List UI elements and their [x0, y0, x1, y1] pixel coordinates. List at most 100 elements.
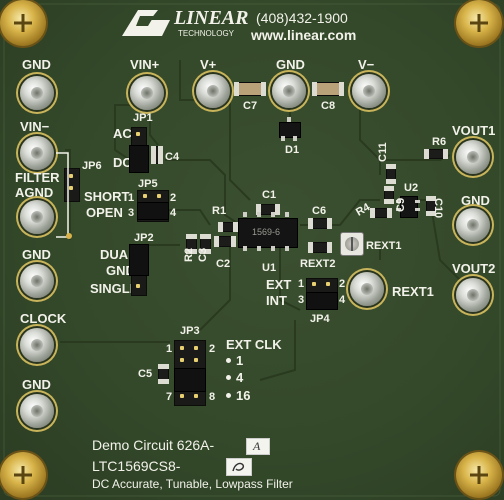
label-c11: C11 [377, 142, 389, 162]
diode-d1 [279, 122, 301, 138]
footer-revision-mark: A [253, 439, 261, 453]
label-c5: C5 [138, 368, 153, 380]
label-c6: C6 [312, 205, 327, 217]
label-jp3: JP3 [180, 325, 200, 337]
capacitor-c6 [308, 218, 332, 229]
label-jp3-pin2: 2 [209, 343, 216, 355]
testpoint-vin-minus[interactable] [20, 136, 54, 170]
testpoint-clock[interactable] [20, 328, 54, 362]
footer-demo-circuit: Demo Circuit 626A- [92, 437, 215, 453]
linear-logo-icon [122, 10, 170, 36]
label-div-16: 16 [236, 388, 251, 403]
handwritten-mark-icon [232, 462, 245, 472]
label-gnd-top: GND [276, 57, 305, 72]
mount-screw-bottom-right-icon [456, 452, 502, 498]
label-agnd: AGND [15, 185, 54, 200]
label-d1: D1 [285, 144, 300, 156]
label-int: INT [266, 293, 287, 308]
capacitor-c1 [256, 204, 280, 215]
label-u1: U1 [262, 262, 277, 274]
label-vout2: VOUT2 [452, 261, 496, 276]
capacitor-c8 [312, 82, 344, 96]
label-clock: CLOCK [20, 311, 67, 326]
label-vin-plus: VIN+ [130, 57, 160, 72]
label-jp5-pin1: 1 [128, 192, 135, 204]
logo-subtext: TECHNOLOGY [178, 29, 235, 38]
label-r6: R6 [432, 136, 447, 148]
testpoint-vout2[interactable] [456, 278, 490, 312]
testpoint-vout1[interactable] [456, 140, 490, 174]
label-gnd-3: GND [22, 377, 51, 392]
jp6-bracket [56, 152, 72, 239]
footer-description: DC Accurate, Tunable, Lowpass Filter [92, 477, 293, 491]
website-url: www.linear.com [251, 27, 357, 43]
label-jp4-pin1: 1 [298, 278, 305, 290]
resistor-r1 [218, 222, 238, 232]
phone-number: (408)432-1900 [256, 10, 348, 26]
label-jp2: JP2 [134, 232, 154, 244]
testpoint-gnd-right[interactable] [456, 208, 490, 242]
label-c9: C9 [395, 197, 407, 212]
testpoint-vin-plus[interactable] [130, 76, 164, 110]
label-r1: R1 [212, 205, 227, 217]
jumper-cap-jp4[interactable] [306, 292, 338, 310]
label-c7: C7 [243, 100, 258, 112]
capacitor-c7 [234, 82, 266, 96]
label-jp6: JP6 [82, 160, 102, 172]
testpoint-gnd-top[interactable] [272, 74, 306, 108]
label-c10: C10 [432, 198, 444, 219]
chip-u1-marking: 1569-6 [252, 227, 281, 237]
label-gnd-jp2: GND [106, 263, 135, 278]
label-vin-minus: VIN− [20, 119, 50, 134]
jumper-cap-jp5[interactable] [137, 202, 169, 220]
label-jp4-pin4: 4 [339, 294, 346, 306]
label-v-plus: V+ [200, 57, 217, 72]
potentiometer-rext1[interactable] [340, 232, 364, 256]
footer-variant-box [226, 458, 252, 476]
chip-u2 [400, 196, 418, 218]
testpoint-gnd-1[interactable] [20, 76, 54, 110]
label-c4: C4 [165, 151, 180, 163]
label-rext1-pot: REXT1 [366, 240, 402, 252]
label-open: OPEN [86, 205, 123, 220]
label-jp3-pin7: 7 [166, 391, 173, 403]
testpoint-rext1[interactable] [350, 272, 384, 306]
label-rext1-pin: REXT1 [392, 284, 434, 299]
label-dc: DC [113, 155, 132, 170]
label-jp3-pin1: 1 [166, 343, 173, 355]
capacitor-c11 [386, 164, 396, 184]
testpoint-v-minus[interactable] [352, 74, 386, 108]
testpoint-gnd-2[interactable] [20, 264, 54, 298]
logo-text: LINEAR [174, 7, 249, 29]
label-c2: C2 [216, 258, 231, 270]
label-jp5-pin4: 4 [170, 207, 177, 219]
jumper-cap-jp2[interactable] [129, 244, 149, 276]
capacitor-c5 [158, 364, 169, 384]
jumper-cap-jp3[interactable] [174, 368, 206, 392]
label-jp3-pin8: 8 [209, 391, 216, 403]
label-gnd-1: GND [22, 57, 51, 72]
label-ext-clk: EXT CLK [226, 337, 282, 352]
label-dual: DUAL [100, 247, 137, 262]
label-jp4-pin2: 2 [339, 278, 346, 290]
label-c1: C1 [262, 189, 277, 201]
label-jp4-pin3: 3 [298, 294, 305, 306]
jumper-cap-jp1[interactable] [129, 145, 149, 173]
label-jp4: JP4 [310, 313, 330, 325]
label-v-minus: V− [358, 57, 375, 72]
testpoint-v-plus[interactable] [196, 74, 230, 108]
label-div-1: 1 [236, 353, 244, 368]
testpoint-agnd[interactable] [20, 200, 54, 234]
footer-revision-box: A [246, 438, 270, 455]
resistor-r2 [186, 234, 197, 254]
mount-screw-bottom-left-icon [0, 452, 46, 498]
label-short: SHORT [84, 189, 130, 204]
label-single: SINGLE [90, 281, 139, 296]
resistor-r6 [424, 149, 448, 159]
chip-u1 [238, 218, 298, 248]
testpoint-gnd-3[interactable] [20, 394, 54, 428]
label-u2: U2 [404, 182, 419, 194]
capacitor-c2 [214, 236, 236, 247]
